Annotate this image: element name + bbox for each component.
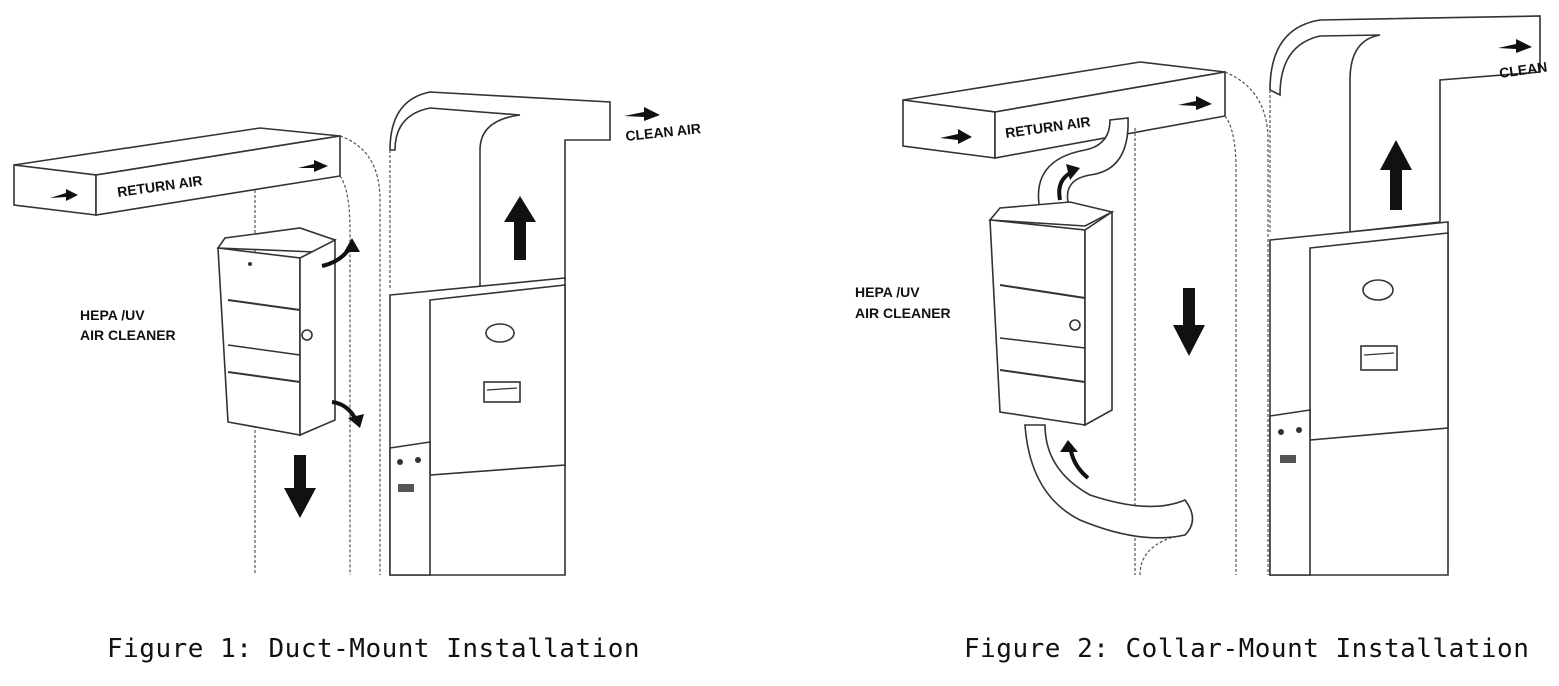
- supply-plenum: [1269, 15, 1541, 233]
- curved-arrow-icon: [321, 238, 364, 428]
- curved-arrow-icon: [1057, 164, 1090, 480]
- return-duct: [902, 61, 1269, 576]
- air-cleaner-label-line2: AIR CLEANER: [80, 327, 176, 343]
- figure-2-diagram: RETURN AIR CLEAN HEPA /UV AIR CLEANER: [855, 15, 1548, 576]
- figure-1-caption: Figure 1: Duct-Mount Installation: [107, 634, 641, 664]
- air-cleaner-label-line1: HEPA /UV: [855, 284, 920, 300]
- furnace-cabinet: [1269, 221, 1449, 576]
- diagram-canvas: RETURN AIR CLEAN AIR HEPA /UV AIR CLEANE…: [13, 15, 1548, 576]
- air-cleaner-label-line1: HEPA /UV: [80, 307, 145, 323]
- return-duct: [13, 127, 381, 575]
- figure-1-diagram: RETURN AIR CLEAN AIR HEPA /UV AIR CLEANE…: [13, 91, 702, 576]
- furnace-cabinet: [389, 277, 566, 576]
- arrow-icon: [940, 39, 1532, 356]
- clean-air-label: CLEAN AIR: [625, 120, 702, 144]
- supply-plenum: [389, 91, 611, 291]
- figure-2-caption: Figure 2: Collar-Mount Installation: [964, 634, 1530, 664]
- hepa-uv-air-cleaner: [988, 201, 1115, 427]
- hepa-uv-air-cleaner: [216, 227, 337, 437]
- air-cleaner-label-line2: AIR CLEANER: [855, 305, 951, 321]
- clean-air-label: CLEAN: [1498, 58, 1548, 81]
- arrow-icon: [50, 107, 660, 518]
